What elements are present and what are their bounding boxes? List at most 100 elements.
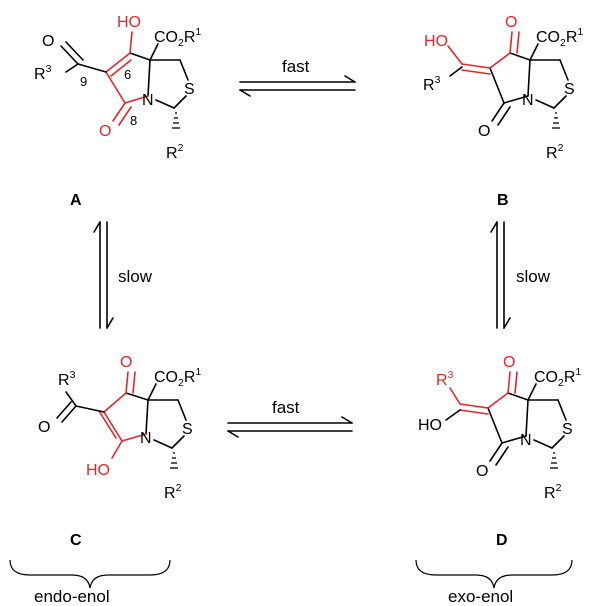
bond-c9-o	[61, 405, 77, 423]
equilibrium-label-bottom: fast	[272, 398, 300, 417]
bond-c8-c7	[487, 407, 503, 444]
r-substituent-label: R2	[164, 482, 182, 502]
bond-c6-c7a	[125, 392, 149, 401]
bond-n-c8	[124, 95, 149, 104]
bond-c6-o-double	[132, 371, 136, 394]
hydroxy-label: HO	[418, 417, 442, 434]
ring-s-label: S	[562, 421, 573, 438]
bond-c6-c7a	[509, 52, 531, 61]
hydroxy-label: HO	[424, 33, 448, 50]
bond-c9-o-double	[56, 401, 72, 419]
bond-c3-n	[153, 439, 173, 449]
brace-endo: endo-enol	[9, 559, 171, 606]
compound-a: HO CO2R1 O R3 9 6 8 O N S R2 A	[34, 14, 201, 209]
equilibrium-label-right: slow	[516, 267, 551, 286]
bond-c7a-n	[147, 59, 151, 97]
bond-c7-c6	[489, 52, 511, 69]
hashed-bond-r2	[170, 452, 178, 469]
ring-n-label: N	[142, 92, 154, 109]
bond-c8-o	[489, 442, 503, 462]
bond-c6-c7	[105, 52, 131, 73]
r-substituent-label: R2	[546, 142, 564, 162]
bond-c6-o	[125, 371, 129, 394]
hashed-bond-r2	[172, 112, 180, 129]
position-9-label: 9	[80, 74, 87, 89]
bond-c6-oh	[129, 31, 133, 54]
acyl-r-label: R3	[423, 74, 441, 94]
compound-b: HO O CO2R1 R3 O N S R2 B	[423, 14, 583, 209]
bond-c7-c6	[103, 392, 127, 413]
bond-ch2-s	[557, 399, 567, 421]
bond-c7a-n	[145, 399, 149, 435]
bond-c8-o	[112, 102, 126, 122]
compound-label: B	[497, 192, 509, 209]
bond-c8-o-double	[495, 446, 509, 466]
bond-c3-n	[535, 99, 555, 109]
bond-c7a-n	[525, 399, 529, 437]
bond-c8-c7-double	[98, 410, 117, 439]
compound-c: O CO2R1 R3 O HO N S R2 C	[38, 354, 201, 549]
bond-c7a-ester	[149, 43, 159, 61]
bond-c6-o-double	[516, 31, 520, 54]
bond-c9-r3	[65, 391, 77, 407]
carbonyl-o-label: O	[99, 123, 111, 140]
bond-c6-o-double	[514, 371, 518, 394]
ester-label: CO2R1	[154, 26, 201, 49]
bond-n-c8	[503, 95, 529, 104]
bond-c8-o-double	[497, 106, 511, 126]
ring-s-label: S	[184, 81, 195, 98]
position-8-label: 8	[130, 113, 137, 128]
hydroxy-label: HO	[86, 462, 110, 479]
ester-label: CO2R1	[154, 366, 201, 389]
bond-c9-r3	[65, 63, 79, 73]
acyl-r-label: R3	[436, 369, 454, 389]
bond-c7-c9	[77, 63, 107, 73]
bond-c3-n	[533, 439, 553, 449]
bond-s-c3	[171, 435, 185, 449]
bond-ch2-s	[177, 399, 187, 421]
r-substituent-label: R2	[166, 142, 184, 162]
bond-n-c8	[121, 433, 147, 442]
ketone-o-label: O	[503, 354, 515, 371]
bond-c3-n	[155, 99, 175, 109]
ester-label: CO2R1	[536, 26, 583, 49]
equilibrium-left: slow	[93, 221, 153, 329]
equilibrium-top: fast	[239, 57, 356, 97]
ring-s-label: S	[182, 421, 193, 438]
compound-label: D	[496, 532, 508, 549]
ketone-o-label: O	[505, 14, 517, 31]
bond-c6-o	[507, 371, 511, 394]
bond-exo-r3	[449, 387, 461, 405]
bond-c7a-ester	[527, 383, 537, 401]
acyl-r-label: R3	[34, 63, 52, 83]
bond-exo-double-2	[459, 409, 489, 415]
compound-label: C	[70, 532, 82, 549]
bond-c7-c9	[75, 405, 105, 413]
compound-label: A	[70, 192, 82, 209]
exo-enol-label: exo-enol	[448, 587, 513, 606]
oxygen-label: O	[38, 419, 50, 436]
bond-c7a-ester	[147, 383, 157, 401]
bond-c8-o-double	[118, 106, 132, 126]
equilibrium-right: slow	[490, 221, 551, 329]
bond-c6-c7a	[507, 392, 529, 401]
ring-s-label: S	[564, 81, 575, 98]
endo-enol-label: endo-enol	[34, 587, 110, 606]
ring-n-label: N	[140, 430, 152, 447]
bond-s-c3	[173, 95, 187, 109]
bond-c7-c6	[487, 392, 509, 409]
bond-exo-r3	[449, 66, 463, 77]
bond-s-c3	[551, 435, 565, 449]
bond-c8-oh	[111, 440, 123, 459]
acyl-r-label: R3	[58, 369, 76, 389]
r-substituent-label: R2	[544, 482, 562, 502]
bond-ch2-s	[559, 59, 569, 81]
bond-c8-c7	[105, 71, 126, 104]
equilibrium-label-left: slow	[118, 267, 153, 286]
bond-exo-oh	[447, 45, 463, 65]
carbonyl-o-label: O	[476, 463, 488, 480]
bond-c6-c7-double	[110, 59, 132, 77]
bond-c8-o	[491, 102, 505, 122]
hashed-bond-r2	[552, 112, 560, 129]
